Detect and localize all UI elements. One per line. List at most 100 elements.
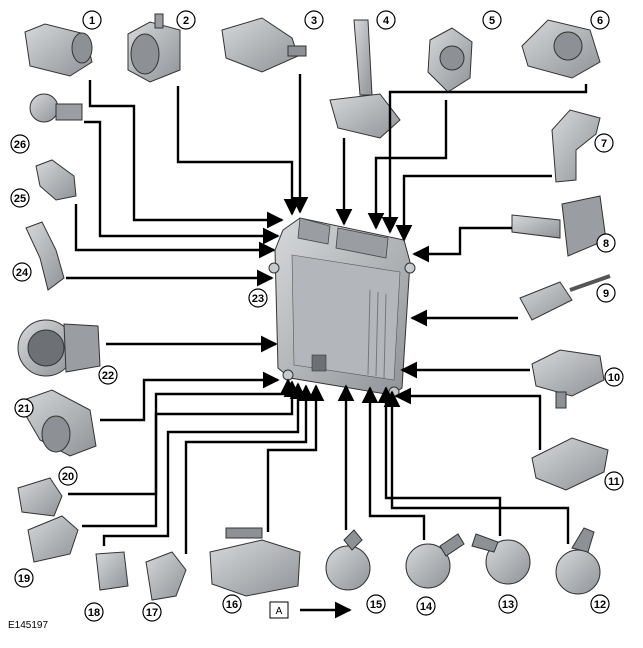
callout-3: 3 <box>304 10 324 30</box>
callout-number: 4 <box>383 15 390 27</box>
callout-circle <box>594 133 614 153</box>
sensor-11-pressure <box>531 437 609 491</box>
ecu-module <box>268 217 416 398</box>
callout-circle <box>176 10 196 30</box>
callout-circle <box>604 471 624 491</box>
legend-box: A <box>269 601 289 619</box>
callout-circle <box>248 288 268 308</box>
callout-13: 13 <box>498 594 518 614</box>
reference-code: E145197 <box>8 620 48 631</box>
callout-circle <box>10 188 30 208</box>
sensor-21-throttle-pedal <box>17 389 97 457</box>
arrow-13 <box>377 386 502 536</box>
callout-circle <box>596 233 616 253</box>
arrow-8 <box>412 226 512 263</box>
callout-circle <box>84 602 104 622</box>
sensor-22-throttle-body <box>17 319 101 377</box>
callout-number: 10 <box>608 372 620 384</box>
callout-circle <box>304 10 324 30</box>
callout-23: 23 <box>248 288 268 308</box>
callout-circle <box>596 283 616 303</box>
callout-circle <box>366 594 386 614</box>
sensor-6-pressure <box>521 19 601 79</box>
callout-11: 11 <box>604 471 624 491</box>
callout-number: 13 <box>502 599 514 611</box>
sensor-20-position <box>17 477 63 517</box>
sensor-9-temperature <box>519 274 611 321</box>
arrow-17 <box>184 384 315 554</box>
sensor-25-knock <box>35 159 77 201</box>
sensor-4-oil-level <box>329 19 401 139</box>
sensor-16-purge-valve <box>209 527 301 597</box>
callout-24: 24 <box>12 262 32 282</box>
callout-14: 14 <box>416 596 436 616</box>
sensor-13-cam-solenoid <box>471 533 531 585</box>
callout-number: 6 <box>597 15 603 27</box>
callout-10: 10 <box>604 367 624 387</box>
arrow-14 <box>361 386 426 540</box>
callout-4: 4 <box>376 10 396 30</box>
callout-26: 26 <box>10 134 30 154</box>
callout-number: 3 <box>311 15 317 27</box>
callout-9: 9 <box>596 283 616 303</box>
arrow-1 <box>88 80 284 229</box>
callout-number: 9 <box>603 288 609 300</box>
legend-marker-text: A <box>276 606 283 617</box>
sensor-1-maf <box>24 23 93 77</box>
callout-number: 8 <box>603 238 609 250</box>
callout-8: 8 <box>596 233 616 253</box>
sensor-12-cam-solenoid <box>555 527 601 595</box>
callout-7: 7 <box>594 133 614 153</box>
callout-circle <box>498 594 518 614</box>
callout-17: 17 <box>142 602 162 622</box>
connection-arrows <box>66 74 588 619</box>
callout-18: 18 <box>84 602 104 622</box>
sensor-5-pressure <box>427 27 473 93</box>
sensor-24-temperature <box>25 221 65 291</box>
sensor-7-solenoid <box>551 109 601 183</box>
callout-number: 26 <box>14 139 26 151</box>
callout-16: 16 <box>222 594 242 614</box>
callout-1: 1 <box>82 10 102 30</box>
arrow-16 <box>266 384 325 532</box>
callout-circle <box>222 594 242 614</box>
sensor-2-maf <box>127 13 181 83</box>
callout-number: 19 <box>18 573 30 585</box>
callout-circle <box>482 10 502 30</box>
callout-circle <box>142 602 162 622</box>
callout-number: 15 <box>370 599 382 611</box>
callout-25: 25 <box>10 188 30 208</box>
callout-5: 5 <box>482 10 502 30</box>
callout-number: 5 <box>489 15 495 27</box>
arrow-2 <box>176 86 301 216</box>
arrow-12 <box>383 390 570 544</box>
callout-circle <box>98 365 118 385</box>
arrow-11 <box>394 387 542 450</box>
callout-number: 18 <box>88 607 100 619</box>
callout-number: 20 <box>62 471 74 483</box>
callout-number: 17 <box>146 607 158 619</box>
sensor-10-map <box>531 349 605 409</box>
callout-number: 25 <box>14 193 26 205</box>
arrow-7 <box>395 174 552 242</box>
callout-number: 11 <box>608 476 620 488</box>
callout-number: 14 <box>420 601 433 613</box>
callout-number: 23 <box>252 293 264 305</box>
arrow-25 <box>74 204 276 259</box>
arrow-18 <box>102 382 307 546</box>
callout-circle <box>14 398 34 418</box>
arrow-5 <box>367 100 448 230</box>
callout-number: 12 <box>594 599 606 611</box>
sensor-19-crank-position <box>27 515 79 563</box>
sensor-8-injector-valve <box>511 195 607 257</box>
sensor-3-actuator <box>221 17 307 73</box>
arrow-20 <box>68 378 297 496</box>
sensor-17-position <box>145 551 187 601</box>
sensor-15-cam-solenoid <box>325 529 371 591</box>
callout-circle <box>12 262 32 282</box>
callout-circle <box>14 568 34 588</box>
callout-number: 7 <box>601 138 607 150</box>
